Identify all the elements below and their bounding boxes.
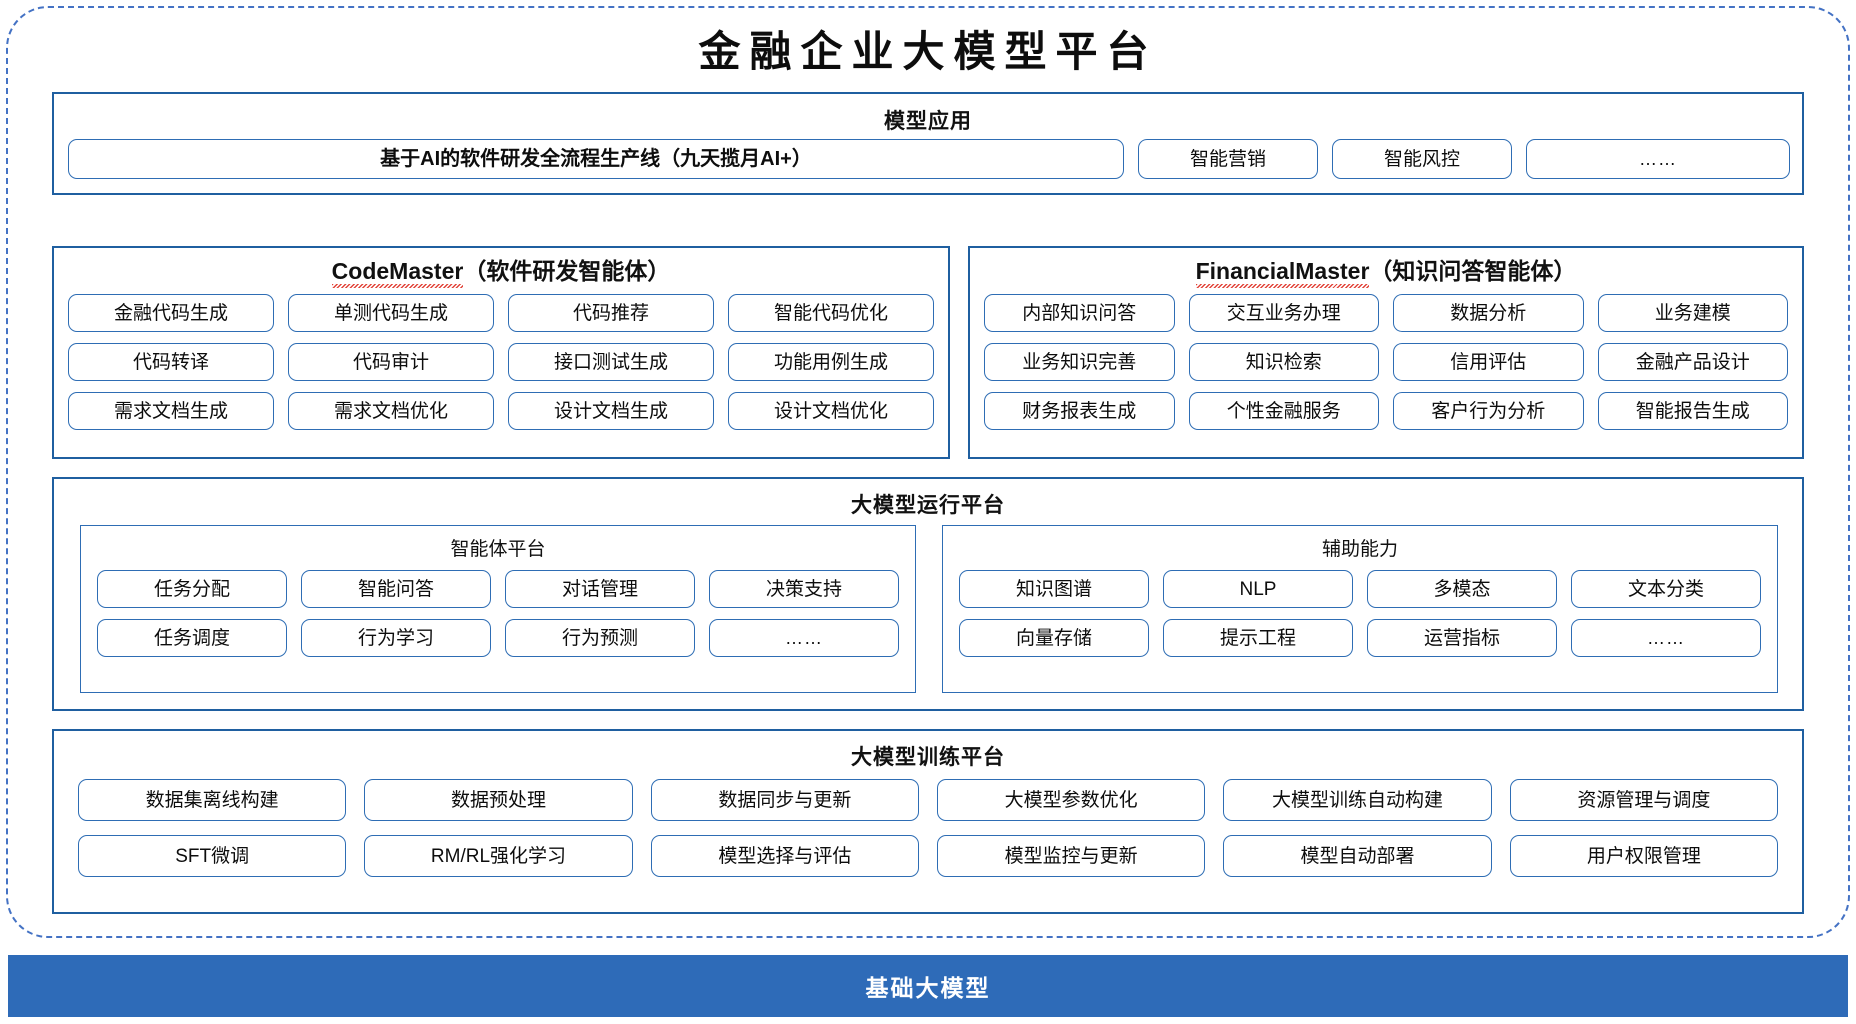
base-model-bar: 基础大模型 <box>8 955 1848 1017</box>
chip-train-7[interactable]: RM/RL强化学习 <box>364 835 633 877</box>
chip-fin-8[interactable]: 财务报表生成 <box>984 392 1175 430</box>
chip-train-6[interactable]: SFT微调 <box>78 835 347 877</box>
chip-agentplat-1[interactable]: 智能问答 <box>301 570 491 608</box>
section-title-training-platform: 大模型训练平台 <box>851 746 1005 769</box>
chip-fin-9[interactable]: 个性金融服务 <box>1188 392 1379 430</box>
chip-train-4[interactable]: 大模型训练自动构建 <box>1223 779 1492 821</box>
training-platform-chip-grid: 数据集离线构建 数据预处理 数据同步与更新 大模型参数优化 大模型训练自动构建 … <box>78 779 1778 877</box>
chip-code-2[interactable]: 代码推荐 <box>508 294 714 332</box>
subsection-assist-capability: 辅助能力 知识图谱 NLP 多模态 文本分类 向量存储 提示工程 运营指标 …… <box>942 525 1778 693</box>
financial-master-suffix: （知识问答智能体） <box>1369 258 1577 284</box>
chip-train-5[interactable]: 资源管理与调度 <box>1509 779 1778 821</box>
chip-fin-10[interactable]: 客户行为分析 <box>1393 392 1584 430</box>
code-master-name: CodeMaster <box>331 258 464 288</box>
chip-fin-11[interactable]: 智能报告生成 <box>1597 392 1788 430</box>
chip-fin-0[interactable]: 内部知识问答 <box>984 294 1175 332</box>
chip-train-3[interactable]: 大模型参数优化 <box>937 779 1206 821</box>
section-model-applications: 模型应用 基于AI的软件研发全流程生产线（九天揽月AI+） 智能营销 智能风控 … <box>52 92 1804 195</box>
chip-agentplat-2[interactable]: 对话管理 <box>505 570 695 608</box>
chip-code-9[interactable]: 需求文档优化 <box>288 392 494 430</box>
chip-assist-more[interactable]: …… <box>1571 619 1761 657</box>
chip-code-5[interactable]: 代码审计 <box>288 343 494 381</box>
app-chip-smart-risk-control[interactable]: 智能风控 <box>1332 139 1512 179</box>
chip-code-0[interactable]: 金融代码生成 <box>68 294 274 332</box>
chip-assist-1[interactable]: NLP <box>1163 570 1353 608</box>
chip-agentplat-more[interactable]: …… <box>709 619 899 657</box>
chip-assist-3[interactable]: 文本分类 <box>1571 570 1761 608</box>
base-model-label: 基础大模型 <box>865 975 991 1001</box>
chip-fin-3[interactable]: 业务建模 <box>1597 294 1788 332</box>
chip-agentplat-6[interactable]: 行为预测 <box>505 619 695 657</box>
code-master-capability-grid: 金融代码生成 单测代码生成 代码推荐 智能代码优化 代码转译 代码审计 接口测试… <box>68 294 934 430</box>
app-chip-ai-pipeline[interactable]: 基于AI的软件研发全流程生产线（九天揽月AI+） <box>68 139 1124 179</box>
chip-assist-5[interactable]: 提示工程 <box>1163 619 1353 657</box>
section-title-code-master: CodeMaster（软件研发智能体） <box>54 257 948 288</box>
agent-platform-chip-grid: 任务分配 智能问答 对话管理 决策支持 任务调度 行为学习 行为预测 …… <box>97 570 899 657</box>
chip-agentplat-3[interactable]: 决策支持 <box>709 570 899 608</box>
chip-train-2[interactable]: 数据同步与更新 <box>650 779 919 821</box>
chip-agentplat-4[interactable]: 任务调度 <box>97 619 287 657</box>
section-title-financial-master: FinancialMaster（知识问答智能体） <box>970 257 1802 288</box>
chip-fin-6[interactable]: 信用评估 <box>1393 343 1584 381</box>
app-chip-smart-marketing[interactable]: 智能营销 <box>1138 139 1318 179</box>
section-training-platform: 大模型训练平台 数据集离线构建 数据预处理 数据同步与更新 大模型参数优化 大模… <box>52 729 1804 914</box>
chip-train-11[interactable]: 用户权限管理 <box>1509 835 1778 877</box>
chip-assist-0[interactable]: 知识图谱 <box>959 570 1149 608</box>
subsection-title-assist-capability: 辅助能力 <box>1321 539 1398 560</box>
page-title: 金融企业大模型平台 <box>698 27 1158 76</box>
subsection-title-agent-platform: 智能体平台 <box>450 539 546 560</box>
chip-code-10[interactable]: 设计文档生成 <box>508 392 714 430</box>
section-code-master: CodeMaster（软件研发智能体） 金融代码生成 单测代码生成 代码推荐 智… <box>52 246 950 459</box>
chip-fin-7[interactable]: 金融产品设计 <box>1597 343 1788 381</box>
chip-code-1[interactable]: 单测代码生成 <box>288 294 494 332</box>
chip-code-6[interactable]: 接口测试生成 <box>508 343 714 381</box>
chip-train-10[interactable]: 模型自动部署 <box>1223 835 1492 877</box>
financial-master-name: FinancialMaster <box>1195 258 1370 288</box>
section-title-model-applications: 模型应用 <box>884 110 972 133</box>
chip-code-11[interactable]: 设计文档优化 <box>728 392 934 430</box>
chip-assist-4[interactable]: 向量存储 <box>959 619 1149 657</box>
assist-capability-chip-grid: 知识图谱 NLP 多模态 文本分类 向量存储 提示工程 运营指标 …… <box>959 570 1761 657</box>
code-master-suffix: （软件研发智能体） <box>463 258 671 284</box>
app-chip-more[interactable]: …… <box>1526 139 1790 179</box>
chip-fin-2[interactable]: 数据分析 <box>1393 294 1584 332</box>
chip-train-8[interactable]: 模型选择与评估 <box>650 835 919 877</box>
subsection-agent-platform: 智能体平台 任务分配 智能问答 对话管理 决策支持 任务调度 行为学习 行为预测… <box>80 525 916 693</box>
section-runtime-platform: 大模型运行平台 智能体平台 任务分配 智能问答 对话管理 决策支持 任务调度 行… <box>52 477 1804 711</box>
chip-code-4[interactable]: 代码转译 <box>68 343 274 381</box>
chip-train-0[interactable]: 数据集离线构建 <box>78 779 347 821</box>
chip-fin-5[interactable]: 知识检索 <box>1188 343 1379 381</box>
chip-train-1[interactable]: 数据预处理 <box>364 779 633 821</box>
chip-assist-6[interactable]: 运营指标 <box>1367 619 1557 657</box>
chip-agentplat-5[interactable]: 行为学习 <box>301 619 491 657</box>
chip-code-8[interactable]: 需求文档生成 <box>68 392 274 430</box>
chip-code-7[interactable]: 功能用例生成 <box>728 343 934 381</box>
chip-fin-1[interactable]: 交互业务办理 <box>1188 294 1379 332</box>
chip-assist-2[interactable]: 多模态 <box>1367 570 1557 608</box>
chip-train-9[interactable]: 模型监控与更新 <box>937 835 1206 877</box>
section-financial-master: FinancialMaster（知识问答智能体） 内部知识问答 交互业务办理 数… <box>968 246 1804 459</box>
application-chip-row: 基于AI的软件研发全流程生产线（九天揽月AI+） 智能营销 智能风控 …… <box>68 139 1790 179</box>
chip-agentplat-0[interactable]: 任务分配 <box>97 570 287 608</box>
chip-code-3[interactable]: 智能代码优化 <box>728 294 934 332</box>
financial-master-capability-grid: 内部知识问答 交互业务办理 数据分析 业务建模 业务知识完善 知识检索 信用评估… <box>984 294 1788 430</box>
chip-fin-4[interactable]: 业务知识完善 <box>984 343 1175 381</box>
section-title-runtime-platform: 大模型运行平台 <box>851 494 1005 517</box>
outer-dashed-frame <box>6 6 1850 938</box>
